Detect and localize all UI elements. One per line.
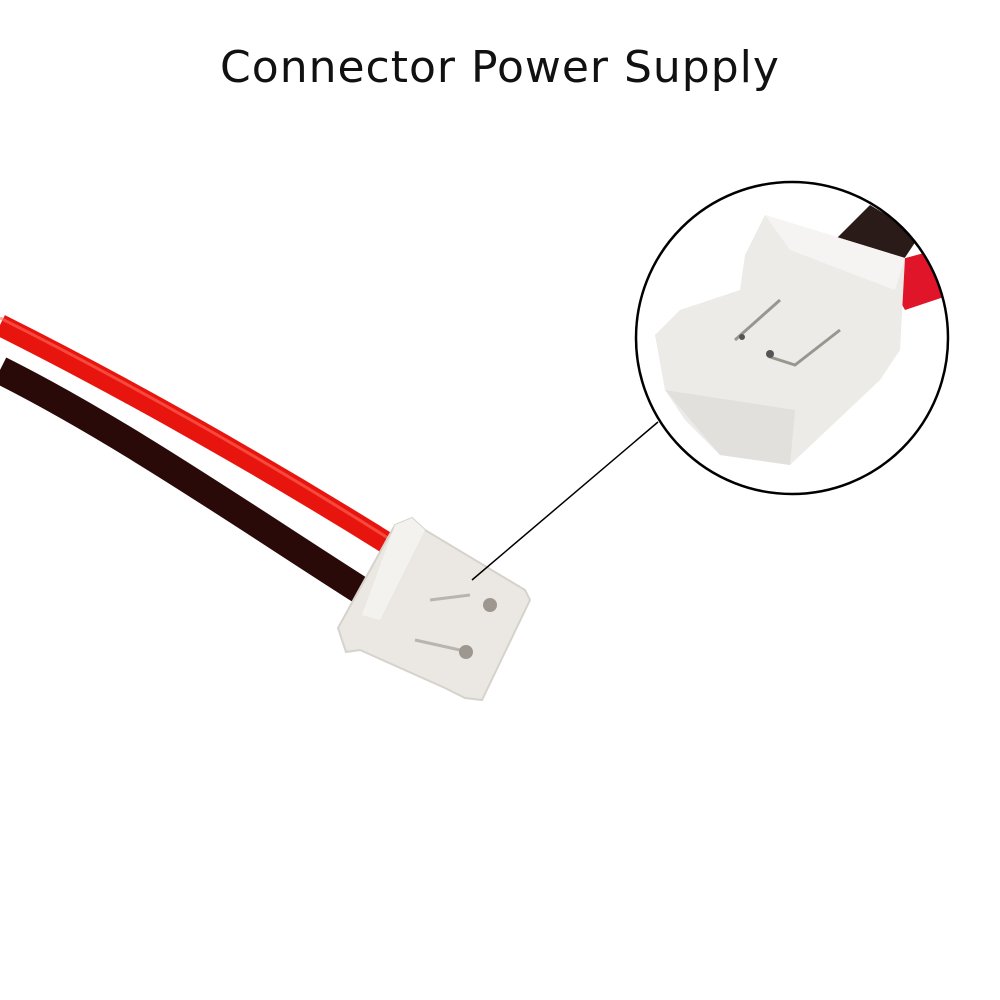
black-wire	[0, 357, 368, 602]
pin-bottom	[459, 645, 473, 659]
connector-housing	[336, 516, 532, 702]
callout-circle	[634, 180, 950, 496]
magnified-connector	[636, 182, 948, 494]
image-title: Connector Power Supply	[220, 42, 780, 93]
pin-top	[483, 598, 497, 612]
red-wire	[0, 315, 396, 555]
callout-line	[471, 421, 659, 581]
